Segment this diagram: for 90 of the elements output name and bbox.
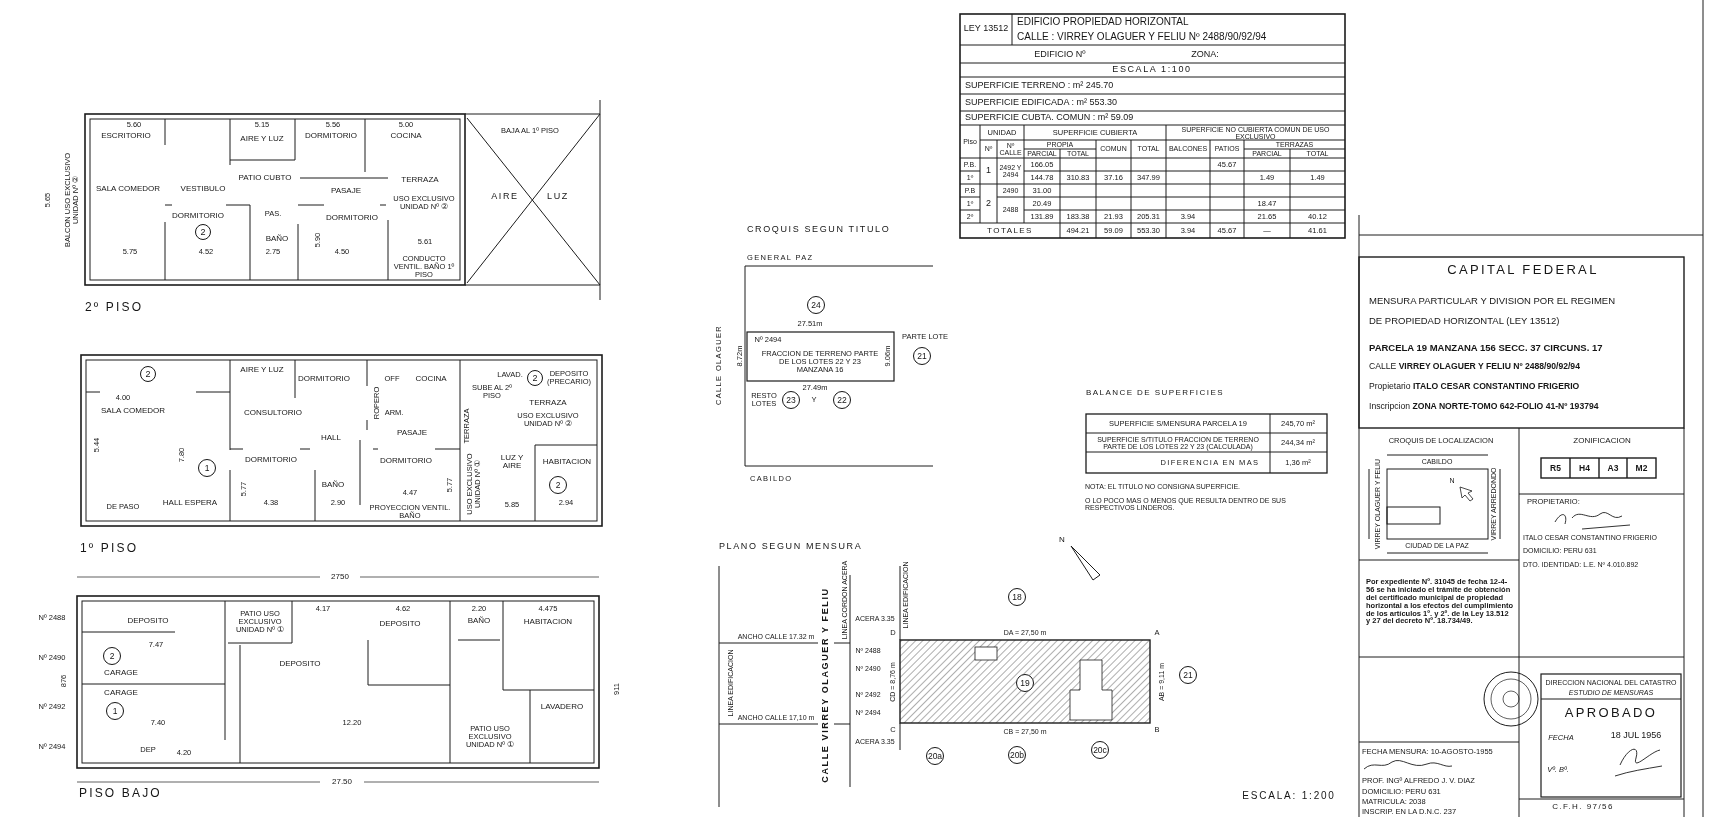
label-text: 18 JUL 1956 (1610, 731, 1662, 741)
label-text: N (1059, 535, 1065, 545)
circled-number: 20c (1091, 741, 1109, 759)
table-cell: EDIFICIO Nº (1034, 50, 1086, 60)
room-label: VESTIBULO (180, 184, 226, 194)
heading: PLANO SEGUN MENSURA (719, 542, 863, 552)
circled-number: 1 (198, 459, 216, 477)
room-label: AIRE (491, 192, 519, 202)
room-label: BAÑO (467, 616, 491, 626)
plan-title: 2º PISO (85, 300, 144, 314)
room-label: ESCRITORIO (101, 131, 151, 141)
circled-number: 21 (913, 347, 931, 365)
circled-number: 2 (103, 647, 121, 665)
circled-number: 24 (807, 296, 825, 314)
room-label: DORMITORIO (172, 211, 224, 221)
table-cell: H4 (1579, 463, 1590, 473)
circled-number: 18 (1008, 588, 1026, 606)
table-cell: 1 (986, 166, 991, 176)
room-label: DEPOSITO (127, 616, 169, 626)
room-label: DORMITORIO (298, 374, 350, 384)
heading: CALLE : VIRREY OLAGUER Y FELIU Nº 2488/90/92/94 (1017, 31, 1267, 43)
room-label: PASAJE (330, 186, 362, 196)
table-cell: SUPERFICIE TERRENO : m² 245.70 (965, 81, 1114, 91)
label-text: ESCALA: 1:200 (1242, 790, 1336, 802)
heading: DE PROPIEDAD HORIZONTAL (LEY 13512) (1369, 316, 1560, 326)
room-label: DORMITORIO (305, 131, 357, 141)
room-label: BAÑO (265, 234, 289, 244)
circled-number: 1 (106, 702, 124, 720)
circled-number: 2 (527, 370, 543, 386)
dimension-text: 2750 (331, 572, 349, 582)
circled-number: 2 (195, 224, 211, 240)
table-cell: 2 (986, 198, 991, 209)
room-label: DEPOSITO (279, 659, 321, 669)
plan-title: PISO BAJO (79, 786, 162, 800)
table-cell: LEY 13512 (963, 24, 1009, 34)
heading: MENSURA PARTICULAR Y DIVISION POR EL REGIMEN (1369, 296, 1615, 306)
label-text: Propietario ITALO CESAR CONSTANTINO FRIGERIO (1369, 382, 1580, 392)
room-label: COCINA (415, 374, 447, 384)
room-label: DORMITORIO (326, 213, 378, 223)
room-label: COCINA (390, 131, 422, 141)
circled-number: 20a (926, 747, 944, 765)
room-label: CONSULTORIO (244, 408, 302, 418)
room-label: TERRAZA (401, 175, 439, 185)
heading: CROQUIS SEGUN TITULO (747, 225, 891, 235)
label-text: APROBADO (1564, 706, 1658, 720)
heading: ZONIFICACION (1573, 436, 1631, 446)
room-label: SALA COMEDOR (101, 406, 165, 416)
plan-title: 1º PISO (80, 541, 139, 555)
room-label: AIRE Y LUZ (240, 365, 284, 375)
circled-number: 2 (549, 476, 567, 494)
room-label: HALL (321, 433, 341, 443)
room-label: BAÑO (321, 480, 345, 490)
room-label: TERRAZA (529, 398, 567, 408)
room-label: PASAJE (396, 428, 428, 438)
label-text: C.F.H. 97/56 (1552, 802, 1614, 812)
circled-number: 23 (782, 391, 800, 409)
heading: EDIFICIO PROPIEDAD HORIZONTAL (1017, 16, 1189, 28)
table-cell: R5 (1550, 463, 1561, 473)
room-label: CARAGE (104, 688, 138, 698)
room-label: LUZ Y AIRE (499, 453, 525, 471)
table-cell: ESCALA 1:100 (1112, 65, 1192, 75)
heading: BALANCE DE SUPERFICIES (1086, 388, 1224, 398)
label-text: CALLE VIRREY OLAGUER Y FELIU Nº 2488/90/92/94 (1369, 362, 1580, 372)
street-name: CALLE VIRREY OLAGUER Y FELIU (821, 587, 831, 783)
room-label: HABITACION (523, 617, 573, 627)
table-cell: ZONA: (1191, 50, 1219, 60)
room-label: LUZ (547, 192, 569, 202)
room-label: HABITACION (542, 457, 592, 467)
room-label: SALA COMEDOR (96, 184, 160, 194)
room-label: DEPOSITO (379, 619, 421, 629)
table-cell: SUPERFICIE EDIFICADA : m² 553.30 (965, 98, 1118, 108)
room-label: DORMITORIO (245, 455, 297, 465)
label-text: Inscripcion ZONA NORTE-TOMO 642-FOLIO 41-Nº 193794 (1369, 402, 1599, 412)
room-label: LAVADERO (540, 702, 584, 712)
circled-number: 22 (833, 391, 851, 409)
circled-number: 2 (140, 366, 156, 382)
table-cell: SUPERFICIE CUBTA. COMUN : m² 59.09 (965, 113, 1134, 123)
room-label: HALL ESPERA (162, 498, 218, 508)
dimension-text: 27.50 (332, 777, 352, 787)
room-label: CARAGE (104, 668, 138, 678)
circled-number: 21 (1179, 666, 1197, 684)
room-label: DORMITORIO (380, 456, 432, 466)
table-cell: A3 (1607, 463, 1619, 473)
table-cell: TOTALES (987, 226, 1033, 235)
heading: PARCELA 19 MANZANA 156 SECC. 37 CIRCUNS. 17 (1369, 343, 1603, 353)
heading: CAPITAL FEDERAL (1447, 263, 1599, 277)
room-label: PATIO CUBTO (238, 173, 292, 183)
table-cell: M2 (1635, 463, 1648, 473)
circled-number: 20b (1008, 746, 1026, 764)
room-label: AIRE Y LUZ (240, 134, 284, 144)
